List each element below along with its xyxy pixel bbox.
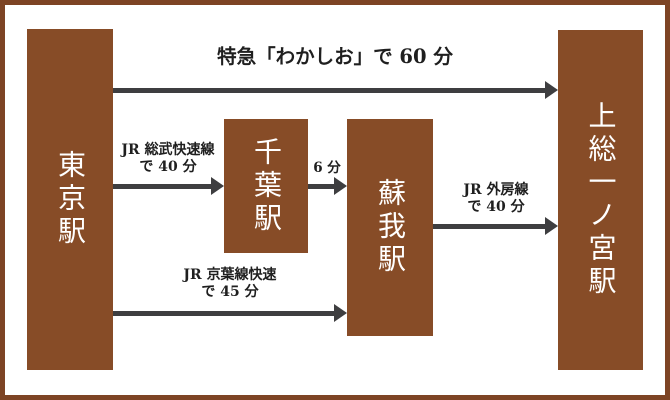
route-label-sobu-rapid: JR 総武快速線 で 40 分	[121, 142, 214, 176]
arrowhead-right-icon	[545, 81, 558, 99]
route-label-sotobo-line: JR 外房線 で 40 分	[463, 182, 528, 216]
route-label-keiyo-rapid: JR 京葉線快速 で 45 分	[183, 267, 276, 301]
arrowhead-right-icon	[545, 217, 558, 235]
station-name-tokyo: 東京駅	[54, 150, 87, 249]
station-box-kazusa-ichinomiya: 上総一ノ宮駅	[558, 30, 643, 370]
route-label-line1: JR 外房線	[463, 182, 529, 198]
station-name-soga: 蘇我駅	[374, 178, 407, 277]
arrowhead-right-icon	[334, 304, 347, 322]
arrow-shaft	[113, 88, 546, 93]
route-arrow-sotobo-line	[433, 217, 558, 235]
station-name-chiba: 千葉駅	[250, 136, 283, 236]
route-label-wakashio: 特急「わかしお」で 60 分	[217, 45, 453, 68]
station-box-chiba: 千葉駅	[224, 119, 308, 253]
route-label-line2: で 40 分	[467, 198, 525, 215]
arrow-shaft	[113, 184, 212, 189]
route-arrow-wakashio	[113, 81, 558, 99]
route-label-line1: JR 京葉線快速	[183, 267, 277, 283]
arrow-shaft	[433, 224, 546, 229]
route-arrow-keiyo-rapid	[113, 304, 347, 322]
route-arrow-sobu-rapid	[113, 177, 224, 195]
route-label-chiba-to-soga: 6 分	[313, 160, 341, 176]
route-label-line1: JR 総武快速線	[121, 142, 215, 158]
station-box-soga: 蘇我駅	[347, 119, 433, 336]
arrow-shaft	[308, 184, 335, 189]
station-box-tokyo: 東京駅	[27, 29, 113, 370]
route-label-line2: で 45 分	[201, 283, 259, 300]
arrow-shaft	[113, 311, 335, 316]
route-arrow-chiba-to-soga	[308, 177, 347, 195]
station-name-kazusa-ichinomiya: 上総一ノ宮駅	[584, 101, 618, 299]
route-label-line2: で 40 分	[139, 158, 197, 175]
arrowhead-right-icon	[334, 177, 347, 195]
arrowhead-right-icon	[211, 177, 224, 195]
